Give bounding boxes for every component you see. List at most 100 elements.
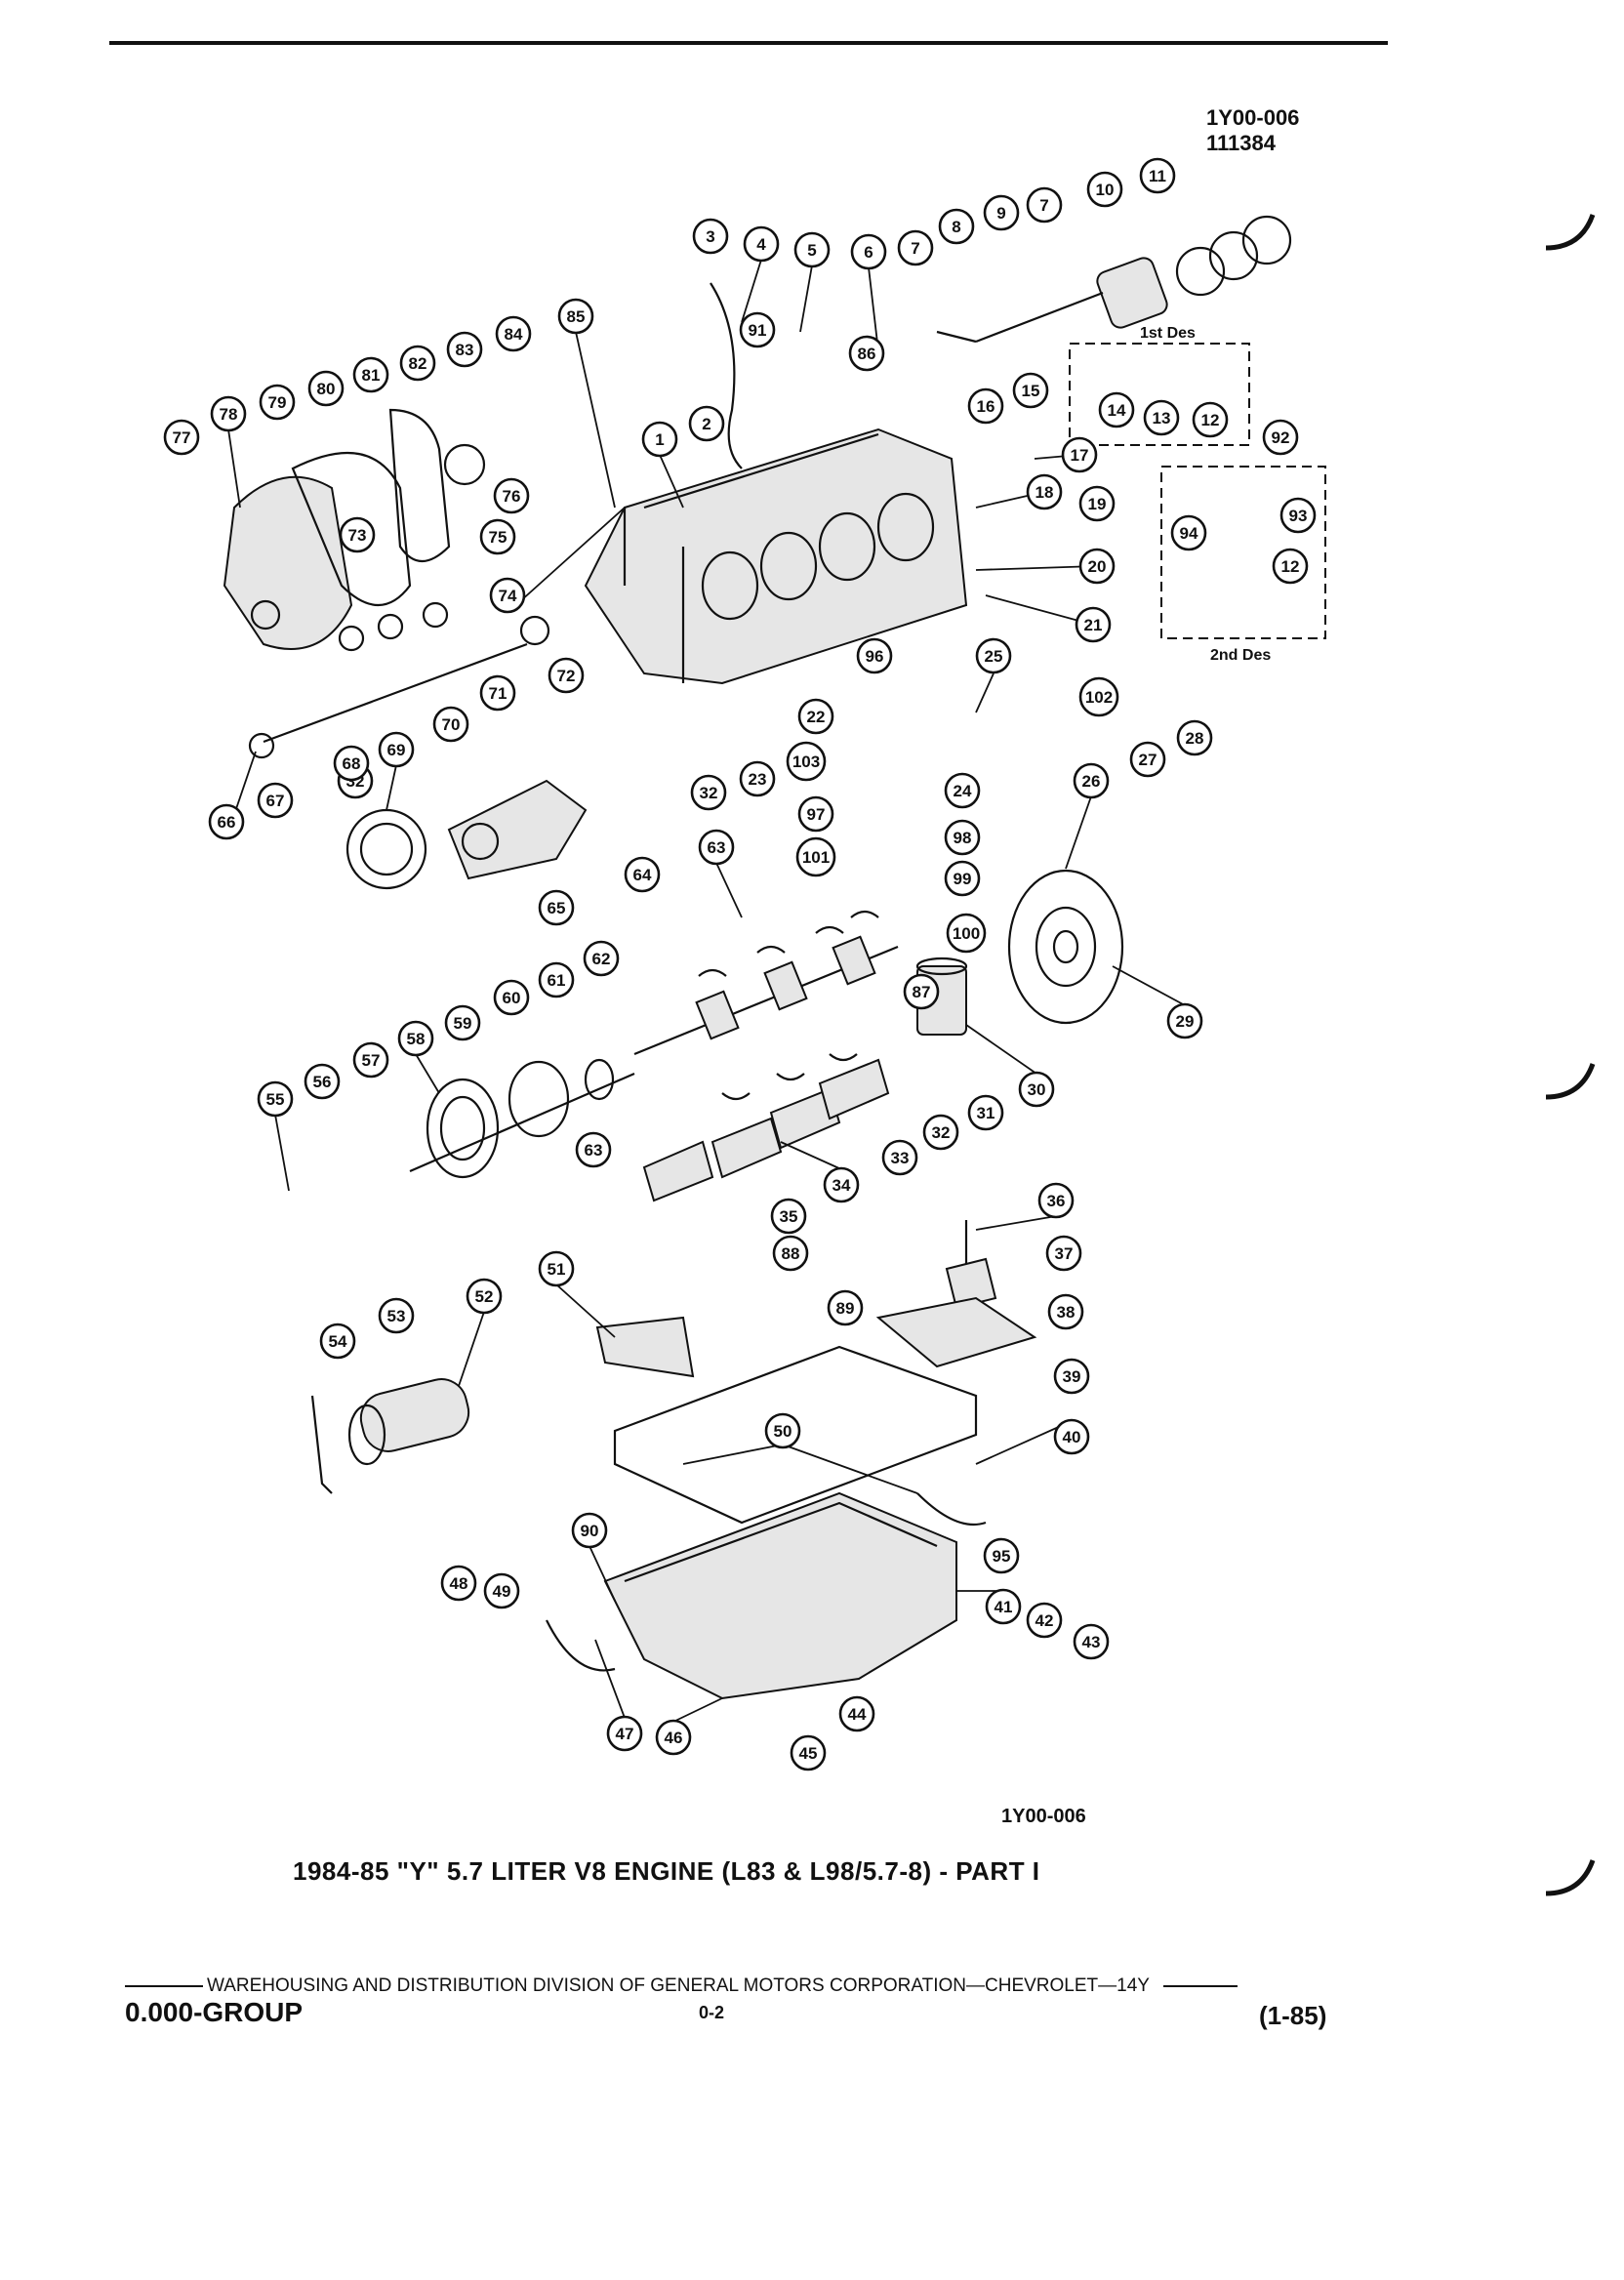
- callout-22: 22: [797, 698, 834, 735]
- callout-number: 96: [866, 647, 884, 666]
- callout-circle: [922, 1114, 959, 1151]
- callout-number: 97: [807, 805, 826, 824]
- callout-circle: [466, 1278, 503, 1315]
- callout-70: 70: [432, 706, 469, 743]
- callout-number: 1: [655, 430, 664, 449]
- callout-number: 95: [993, 1547, 1011, 1566]
- callout-number: 89: [836, 1299, 855, 1318]
- callout-number: 79: [268, 393, 287, 412]
- callout-circle: [692, 218, 729, 255]
- callout-circle: [1018, 1071, 1055, 1108]
- callout-number: 62: [592, 950, 611, 968]
- callout-number: 18: [1035, 483, 1054, 502]
- callout-number: 26: [1082, 772, 1101, 791]
- callout-circle: [493, 979, 530, 1016]
- callout-number: 35: [780, 1207, 798, 1226]
- callout-circle: [1170, 514, 1207, 551]
- callout-circle: [850, 233, 887, 270]
- callout-number: 78: [220, 405, 238, 424]
- callout-number: 47: [616, 1725, 634, 1743]
- callout-41: 41: [985, 1588, 1022, 1625]
- callout-circle: [848, 335, 885, 372]
- callout-circle: [495, 315, 532, 352]
- callout-66: 66: [208, 803, 245, 840]
- callout-number: 72: [557, 667, 576, 685]
- callout-number: 30: [1028, 1080, 1046, 1099]
- callout-circle: [1053, 1358, 1090, 1395]
- callout-28: 28: [1176, 719, 1213, 756]
- callout-number: 50: [774, 1422, 792, 1441]
- callout-number: 13: [1153, 409, 1171, 428]
- callout-59: 59: [444, 1004, 481, 1041]
- callout-2: 2: [688, 405, 725, 442]
- callout-number: 84: [505, 325, 523, 344]
- callout-circle: [739, 760, 776, 797]
- callout-number: 99: [954, 870, 972, 888]
- callout-number: 87: [913, 983, 931, 1001]
- callout-32: 32: [922, 1114, 959, 1151]
- bearings-upper: [698, 910, 879, 1101]
- callout-68: 68: [333, 745, 370, 782]
- callout-number: 68: [343, 754, 361, 773]
- callout-circle: [571, 1512, 608, 1549]
- callout-circle: [479, 518, 516, 555]
- callout-circle: [856, 637, 893, 674]
- callout-number: 65: [548, 899, 566, 917]
- callout-102: 102: [1078, 676, 1119, 717]
- callout-67: 67: [257, 782, 294, 819]
- callout-circle: [985, 1588, 1022, 1625]
- callout-54: 54: [319, 1323, 356, 1360]
- callout-53: 53: [378, 1297, 415, 1334]
- callout-circle: [1012, 372, 1049, 409]
- callout-circle: [352, 1041, 389, 1079]
- callout-8: 8: [938, 208, 975, 245]
- callout-11: 11: [1139, 157, 1176, 194]
- starter-motor: [310, 1378, 470, 1494]
- callout-number: 22: [807, 708, 826, 726]
- callout-1: 1: [641, 421, 678, 458]
- callout-number: 100: [953, 924, 980, 943]
- callout-81: 81: [352, 356, 389, 393]
- callout-circle: [897, 229, 934, 266]
- callout-30: 30: [1018, 1071, 1055, 1108]
- callout-number: 19: [1088, 495, 1107, 513]
- callout-12: 12: [1192, 401, 1229, 438]
- callout-circle: [772, 1235, 809, 1272]
- callout-circle: [538, 1250, 575, 1287]
- callout-number: 9: [996, 204, 1005, 223]
- callout-25: 25: [975, 637, 1012, 674]
- callout-27: 27: [1129, 741, 1166, 778]
- callout-circle: [378, 731, 415, 768]
- callout-17: 17: [1061, 436, 1098, 473]
- callout-98: 98: [944, 819, 981, 856]
- callout-56: 56: [304, 1063, 341, 1100]
- leader-lines: [225, 259, 1186, 1723]
- callout-circle: [1047, 1293, 1084, 1330]
- callout-number: 56: [313, 1073, 332, 1091]
- callout-48: 48: [440, 1565, 477, 1602]
- callout-circle: [1078, 676, 1119, 717]
- page-number: 0-2: [699, 2003, 725, 2022]
- callout-51: 51: [538, 1250, 575, 1287]
- callout-number: 63: [585, 1141, 603, 1160]
- callout-circle: [432, 706, 469, 743]
- callout-83: 83: [446, 331, 483, 368]
- callout-number: 16: [977, 397, 995, 416]
- callout-number: 29: [1176, 1012, 1195, 1031]
- callout-circle: [489, 577, 526, 614]
- callout-number: 3: [706, 227, 714, 246]
- callout-number: 85: [567, 307, 586, 326]
- callout-85: 85: [557, 298, 594, 335]
- callout-number: 2: [702, 415, 710, 433]
- oil-pan: [603, 1491, 957, 1700]
- callout-95: 95: [983, 1537, 1020, 1574]
- callout-circle: [446, 331, 483, 368]
- callout-42: 42: [1026, 1602, 1063, 1639]
- callout-circle: [786, 741, 827, 782]
- callout-circle: [1061, 436, 1098, 473]
- timing-cover: [223, 475, 353, 650]
- callout-47: 47: [606, 1715, 643, 1752]
- callout-circle: [797, 795, 834, 833]
- callout-63: 63: [575, 1131, 612, 1168]
- callout-number: 43: [1082, 1633, 1101, 1651]
